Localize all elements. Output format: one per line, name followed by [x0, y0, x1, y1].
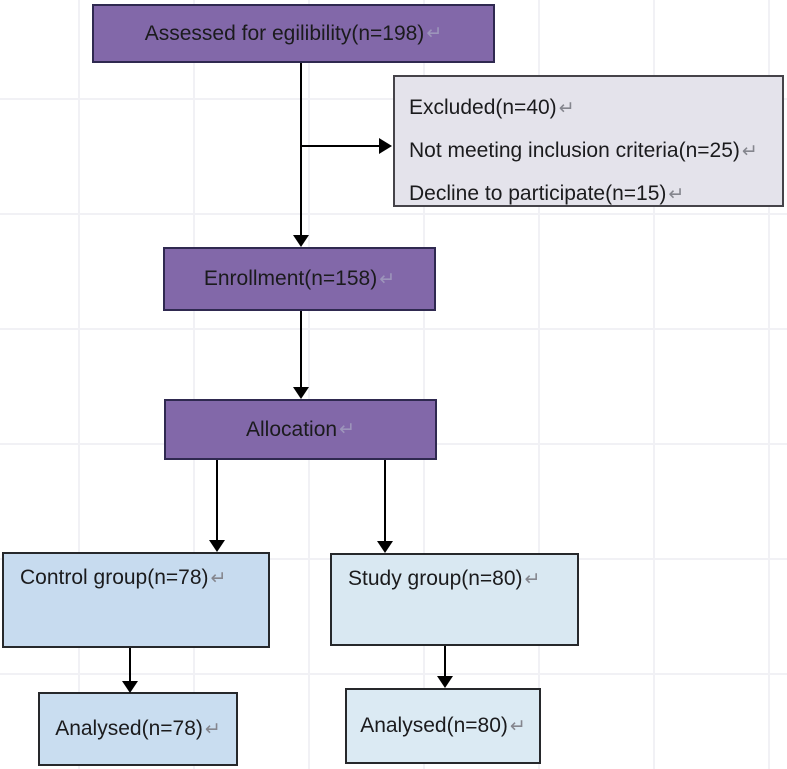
node-label: Study group(n=80)	[348, 567, 523, 590]
node-label: Enrollment(n=158)	[203, 267, 378, 290]
arrow-control-to-analysed-line	[129, 648, 131, 681]
node-label: Analysed(n=78)	[55, 717, 203, 740]
node-label: Control group(n=78)	[20, 566, 209, 589]
arrow-control-to-analysed-head	[122, 681, 138, 693]
arrow-allocation-to-study-line	[384, 460, 386, 541]
excluded-line: Excluded(n=40)↵	[409, 87, 782, 130]
node-assessed-for-eligibility: Assessed for egilibility(n=198)↵	[92, 4, 495, 63]
node-label: Assessed for egilibility(n=198)	[144, 21, 425, 45]
node-enrollment: Enrollment(n=158)↵	[163, 247, 436, 311]
node-label: Allocation	[246, 417, 338, 441]
node-excluded: Excluded(n=40)↵ Not meeting inclusion cr…	[393, 75, 784, 207]
excluded-line: Decline to participate(n=15)↵	[409, 173, 782, 216]
return-mark-icon: ↵	[204, 718, 221, 740]
excluded-line-text: Excluded(n=40)	[409, 96, 557, 119]
return-mark-icon: ↵	[379, 268, 396, 290]
excluded-line: Not meeting inclusion criteria(n=25)↵	[409, 130, 782, 173]
return-mark-icon: ↵	[558, 98, 575, 119]
return-mark-icon: ↵	[339, 419, 355, 440]
node-control-group: Control group(n=78)↵	[2, 552, 270, 648]
node-label: Analysed(n=80)	[360, 714, 508, 737]
return-mark-icon: ↵	[524, 569, 541, 590]
excluded-line-text: Decline to participate(n=15)	[409, 182, 667, 205]
return-mark-icon: ↵	[668, 184, 685, 205]
arrow-allocation-to-study-head	[377, 541, 393, 553]
arrow-assessed-to-excluded-head	[379, 138, 392, 154]
return-mark-icon: ↵	[426, 23, 443, 44]
arrow-assessed-to-excluded-line	[301, 145, 379, 147]
arrow-enrollment-to-allocation-head	[293, 387, 309, 399]
arrow-allocation-to-control-head	[209, 540, 225, 552]
node-analysed-control: Analysed(n=78)↵	[38, 692, 238, 766]
arrow-assessed-to-enrollment-head	[293, 235, 309, 247]
excluded-line-text: Not meeting inclusion criteria(n=25)	[409, 139, 740, 162]
return-mark-icon: ↵	[741, 141, 758, 162]
node-allocation: Allocation↵	[164, 399, 437, 460]
return-mark-icon: ↵	[210, 568, 227, 589]
arrow-allocation-to-control-line	[216, 460, 218, 540]
node-study-group: Study group(n=80)↵	[330, 553, 579, 646]
arrow-study-to-analysed-line	[444, 646, 446, 676]
node-analysed-study: Analysed(n=80)↵	[345, 688, 541, 764]
arrow-study-to-analysed-head	[437, 676, 453, 688]
arrow-enrollment-to-allocation-line	[300, 311, 302, 387]
return-mark-icon: ↵	[509, 715, 526, 737]
arrow-assessed-to-enrollment-line	[300, 63, 302, 235]
